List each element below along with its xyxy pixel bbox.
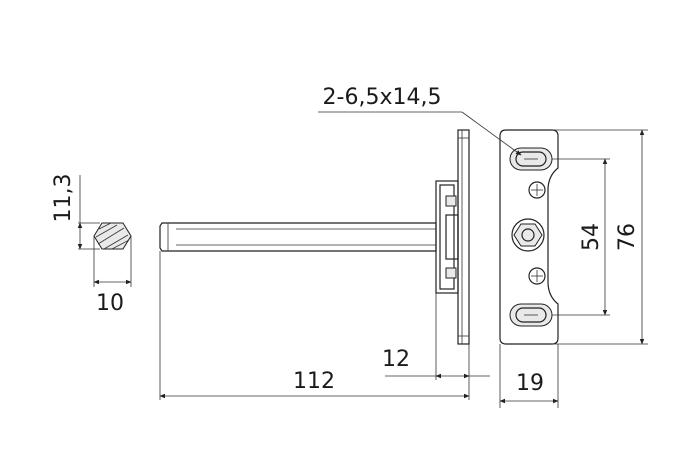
top-screw bbox=[528, 181, 546, 199]
hex-rod bbox=[159, 222, 437, 252]
bracket-plate bbox=[499, 129, 559, 345]
front-view: 2-6,5x14,5 19 54 76 bbox=[318, 85, 648, 408]
bracket-height-label: 76 bbox=[615, 223, 640, 251]
flange-thickness-label: 12 bbox=[382, 347, 410, 372]
bracket-depth-label: 19 bbox=[516, 371, 544, 396]
rod-length-label: 112 bbox=[293, 369, 335, 394]
flange-plate bbox=[457, 129, 470, 345]
center-hex-nut bbox=[511, 218, 545, 252]
hex-width-label: 10 bbox=[96, 291, 124, 316]
hex-cross-section bbox=[93, 222, 132, 250]
hex-height-label: 11,3 bbox=[51, 174, 76, 223]
slot-spec-label: 2-6,5x14,5 bbox=[323, 85, 442, 110]
slot-spacing-label: 54 bbox=[579, 223, 604, 251]
slot-callout-leader bbox=[461, 111, 522, 156]
side-view: 112 12 bbox=[159, 129, 490, 400]
hex-section-view: 11,3 10 bbox=[51, 174, 132, 316]
bottom-screw bbox=[528, 267, 546, 285]
